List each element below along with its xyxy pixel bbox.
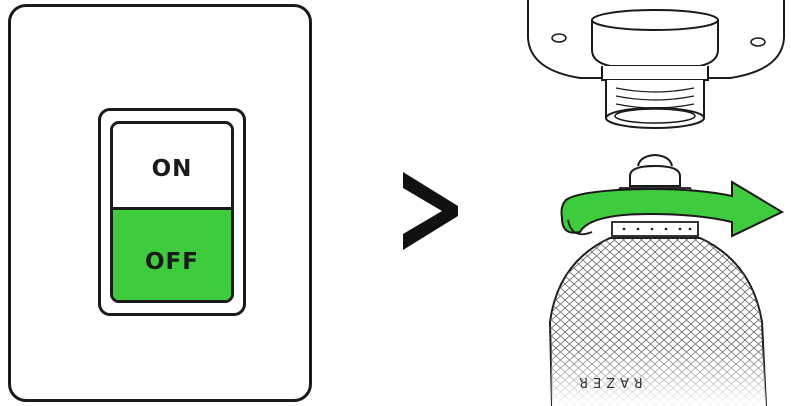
switch-off-label: OFF bbox=[145, 249, 199, 275]
chevron-right-icon bbox=[403, 172, 458, 250]
switch-off-position: OFF bbox=[113, 210, 231, 300]
rocker-switch: ON OFF bbox=[110, 121, 234, 303]
rocker-switch-frame: ON OFF bbox=[98, 108, 246, 316]
device-brand-label: RAZER bbox=[574, 374, 643, 389]
bulb-socket-illustration bbox=[527, 0, 785, 406]
rotate-arrow-icon bbox=[560, 180, 785, 238]
switch-on-position: ON bbox=[113, 124, 231, 210]
switch-on-label: ON bbox=[151, 155, 193, 182]
switch-wall-plate: ON OFF bbox=[8, 4, 312, 402]
